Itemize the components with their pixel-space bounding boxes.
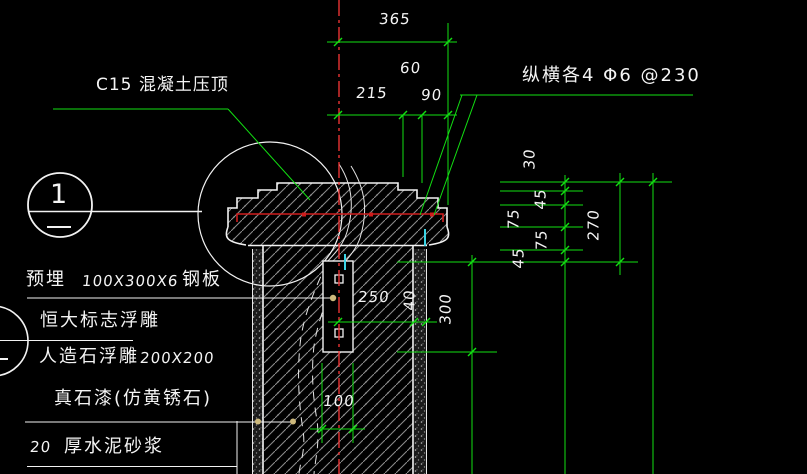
label-rebar-note: 纵横各4 Φ6 @230 [522, 65, 701, 86]
dim-top-width: 365 [378, 10, 412, 28]
label-mortar: 厚水泥砂浆 [64, 436, 164, 457]
label-mortar-thickness: 20 [29, 438, 53, 456]
note-leader-lines [0, 297, 332, 474]
dim-215: 215 [355, 84, 389, 102]
dim-plate-width: 100 [322, 392, 356, 410]
finish-highlight-lines [344, 229, 426, 270]
dim-right-75b: 75 [532, 228, 551, 252]
dim-plate-height: 300 [436, 292, 455, 326]
label-coping: C15 混凝土压顶 [96, 75, 229, 95]
dimension-ticks [317, 37, 658, 434]
label-embed-size: 100X300X6 [81, 272, 180, 290]
relief-profile-curves [298, 163, 366, 474]
dim-right-45a: 45 [531, 187, 550, 211]
label-logo-relief: 恒大标志浮雕 [40, 310, 160, 331]
embedded-plate [322, 260, 354, 353]
label-stone-relief-size: 200X200 [139, 349, 216, 367]
dim-right-30: 30 [520, 147, 539, 171]
dim-right-45b: 45 [509, 246, 528, 270]
leader-arrow-dots [255, 294, 337, 425]
coping-outline [225, 182, 450, 474]
label-paint: 真石漆(仿黄锈石) [54, 388, 213, 409]
label-stone-relief: 人造石浮雕 [39, 346, 139, 367]
dim-plate-offset: 250 [357, 288, 391, 306]
edge-callout-balloon [0, 305, 29, 377]
dim-60: 60 [399, 59, 423, 77]
label-embed-prefix: 预埋 [26, 269, 66, 290]
finish-layer-right [414, 249, 427, 474]
rebar-line [236, 212, 444, 222]
finish-layer-left [252, 249, 264, 474]
label-embed-suffix: 钢板 [182, 269, 222, 290]
dim-right-75a: 75 [504, 207, 523, 231]
dim-finish-thickness: 40 [400, 288, 419, 312]
detail-number: 1 [50, 179, 68, 210]
dim-right-total: 270 [584, 208, 603, 242]
dim-90: 90 [420, 86, 444, 104]
detail-callout-balloon [27, 172, 202, 238]
